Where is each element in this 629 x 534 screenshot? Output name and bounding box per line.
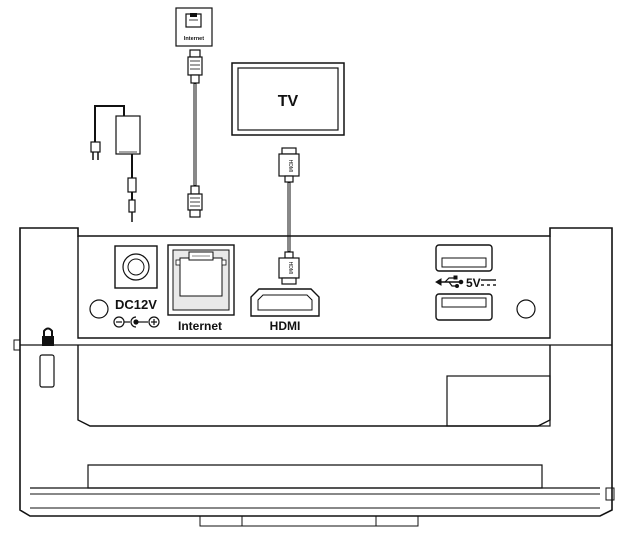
dc-symbol-icon	[481, 279, 496, 286]
usb-port-label: 5V	[466, 276, 481, 290]
dc-port-label: DC12V	[115, 297, 157, 312]
ethernet-cable-icon	[187, 49, 203, 218]
internet-port[interactable]	[167, 244, 235, 316]
tv: TV	[231, 62, 345, 136]
hdmi-port[interactable]	[250, 288, 320, 317]
wall-jack: Internet	[175, 7, 213, 47]
wall-jack-port-icon	[185, 13, 202, 28]
dc-port[interactable]	[114, 245, 158, 289]
tv-label: TV	[278, 93, 299, 110]
hdmi-plug-text-top: HDMI	[287, 160, 293, 173]
internet-port-label: Internet	[178, 319, 222, 333]
screw-hole-right	[516, 299, 536, 319]
usb-icon	[435, 275, 464, 288]
wall-jack-label: Internet	[184, 36, 204, 42]
lock-slot[interactable]	[39, 354, 55, 388]
usb-port-bottom[interactable]	[435, 293, 493, 321]
dc-polarity-icon	[113, 316, 160, 328]
hdmi-cable-icon: HDMI HDMI	[278, 147, 300, 285]
usb-port-top[interactable]	[435, 244, 493, 272]
padlock-icon	[42, 327, 54, 346]
hdmi-plug-text-bottom: HDMI	[287, 262, 293, 275]
device-body	[13, 227, 615, 527]
hdmi-port-label: HDMI	[270, 319, 301, 333]
power-adapter-icon	[90, 105, 141, 222]
screw-hole-left	[89, 299, 109, 319]
